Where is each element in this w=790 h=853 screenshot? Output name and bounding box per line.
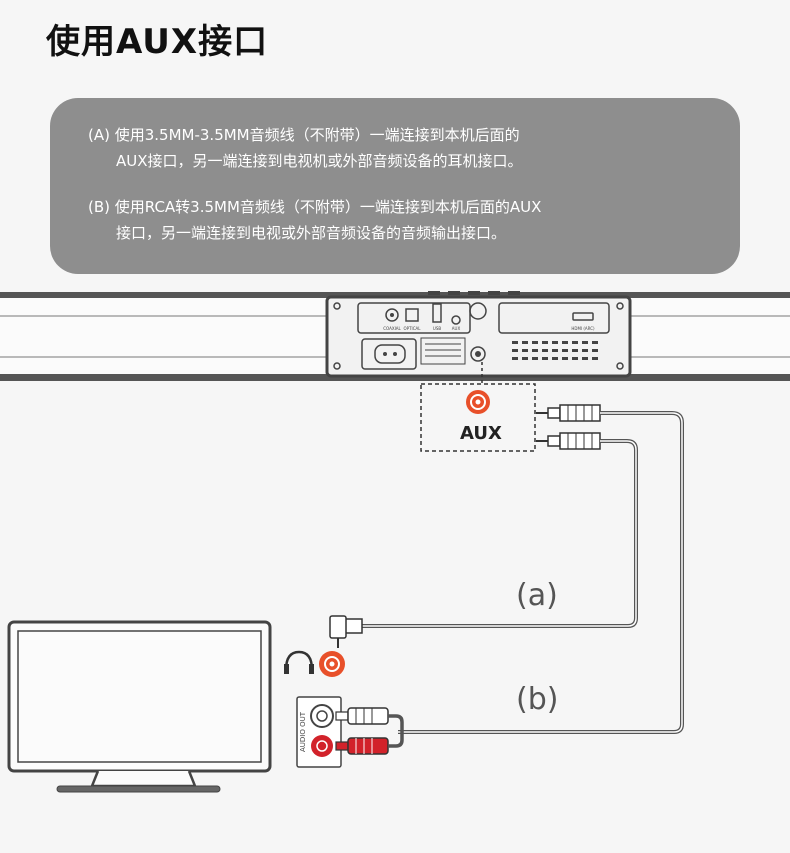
instruction-b: (B) 使用RCA转3.5MM音频线（不附带）一端连接到本机后面的AUX 接口，…: [88, 194, 720, 246]
rca-white-jack-icon: [310, 704, 334, 728]
instruction-b-line1: (B) 使用RCA转3.5MM音频线（不附带）一端连接到本机后面的AUX: [88, 198, 542, 216]
rca-plug-red: [335, 737, 389, 755]
headphone-jack-icon: [319, 651, 345, 677]
headphone-icon: [284, 650, 314, 674]
optical-port-icon: [405, 308, 419, 322]
instruction-a-line2: AUX接口，另一端连接到电视机或外部音频设备的耳机接口。: [116, 152, 523, 170]
power-socket-icon: [374, 344, 406, 364]
plug-a-tv-end: [329, 615, 363, 648]
tv: [7, 620, 272, 793]
aux-jack-icon: [466, 390, 490, 414]
cable-b-label: (b): [516, 682, 559, 717]
audio-out-panel: AUDIO OUT: [296, 696, 342, 768]
rear-panel: COAXIAL OPTICAL USB AUX HDMI (ARC): [325, 291, 632, 378]
instruction-a-line1: (A) 使用3.5MM-3.5MM音频线（不附带）一端连接到本机后面的: [88, 126, 520, 144]
rca-plug-white: [335, 707, 389, 725]
coaxial-label: COAXIAL: [383, 326, 401, 331]
instruction-a: (A) 使用3.5MM-3.5MM音频线（不附带）一端连接到本机后面的 AUX接…: [88, 122, 720, 174]
page-title: 使用AUX接口: [46, 22, 269, 62]
hdmi-port-icon: [572, 312, 594, 321]
optical-label: OPTICAL: [404, 326, 422, 331]
aux-callout-box: [420, 383, 536, 452]
usb-port-icon: [432, 303, 442, 323]
usb-label: USB: [433, 326, 441, 331]
instructions-box: (A) 使用3.5MM-3.5MM音频线（不附带）一端连接到本机后面的 AUX接…: [50, 98, 740, 274]
aux-panel-label: AUX: [452, 326, 461, 331]
coaxial-port-icon: [385, 308, 399, 322]
aux-port-icon: [451, 315, 461, 325]
audio-out-label: AUDIO OUT: [299, 711, 307, 752]
cable-a: [360, 439, 638, 628]
rca-red-jack-icon: [311, 735, 333, 757]
cable-a-label: (a): [516, 578, 558, 613]
vent-grille: [512, 341, 598, 360]
plug-a-aux-end: [536, 404, 601, 422]
hdmi-label: HDMI (ARC): [571, 326, 595, 331]
aux-label: AUX: [460, 423, 502, 444]
plug-b-aux-end: [536, 432, 601, 450]
instruction-b-line2: 接口，另一端连接到电视或外部音频设备的音频输出接口。: [116, 224, 507, 242]
